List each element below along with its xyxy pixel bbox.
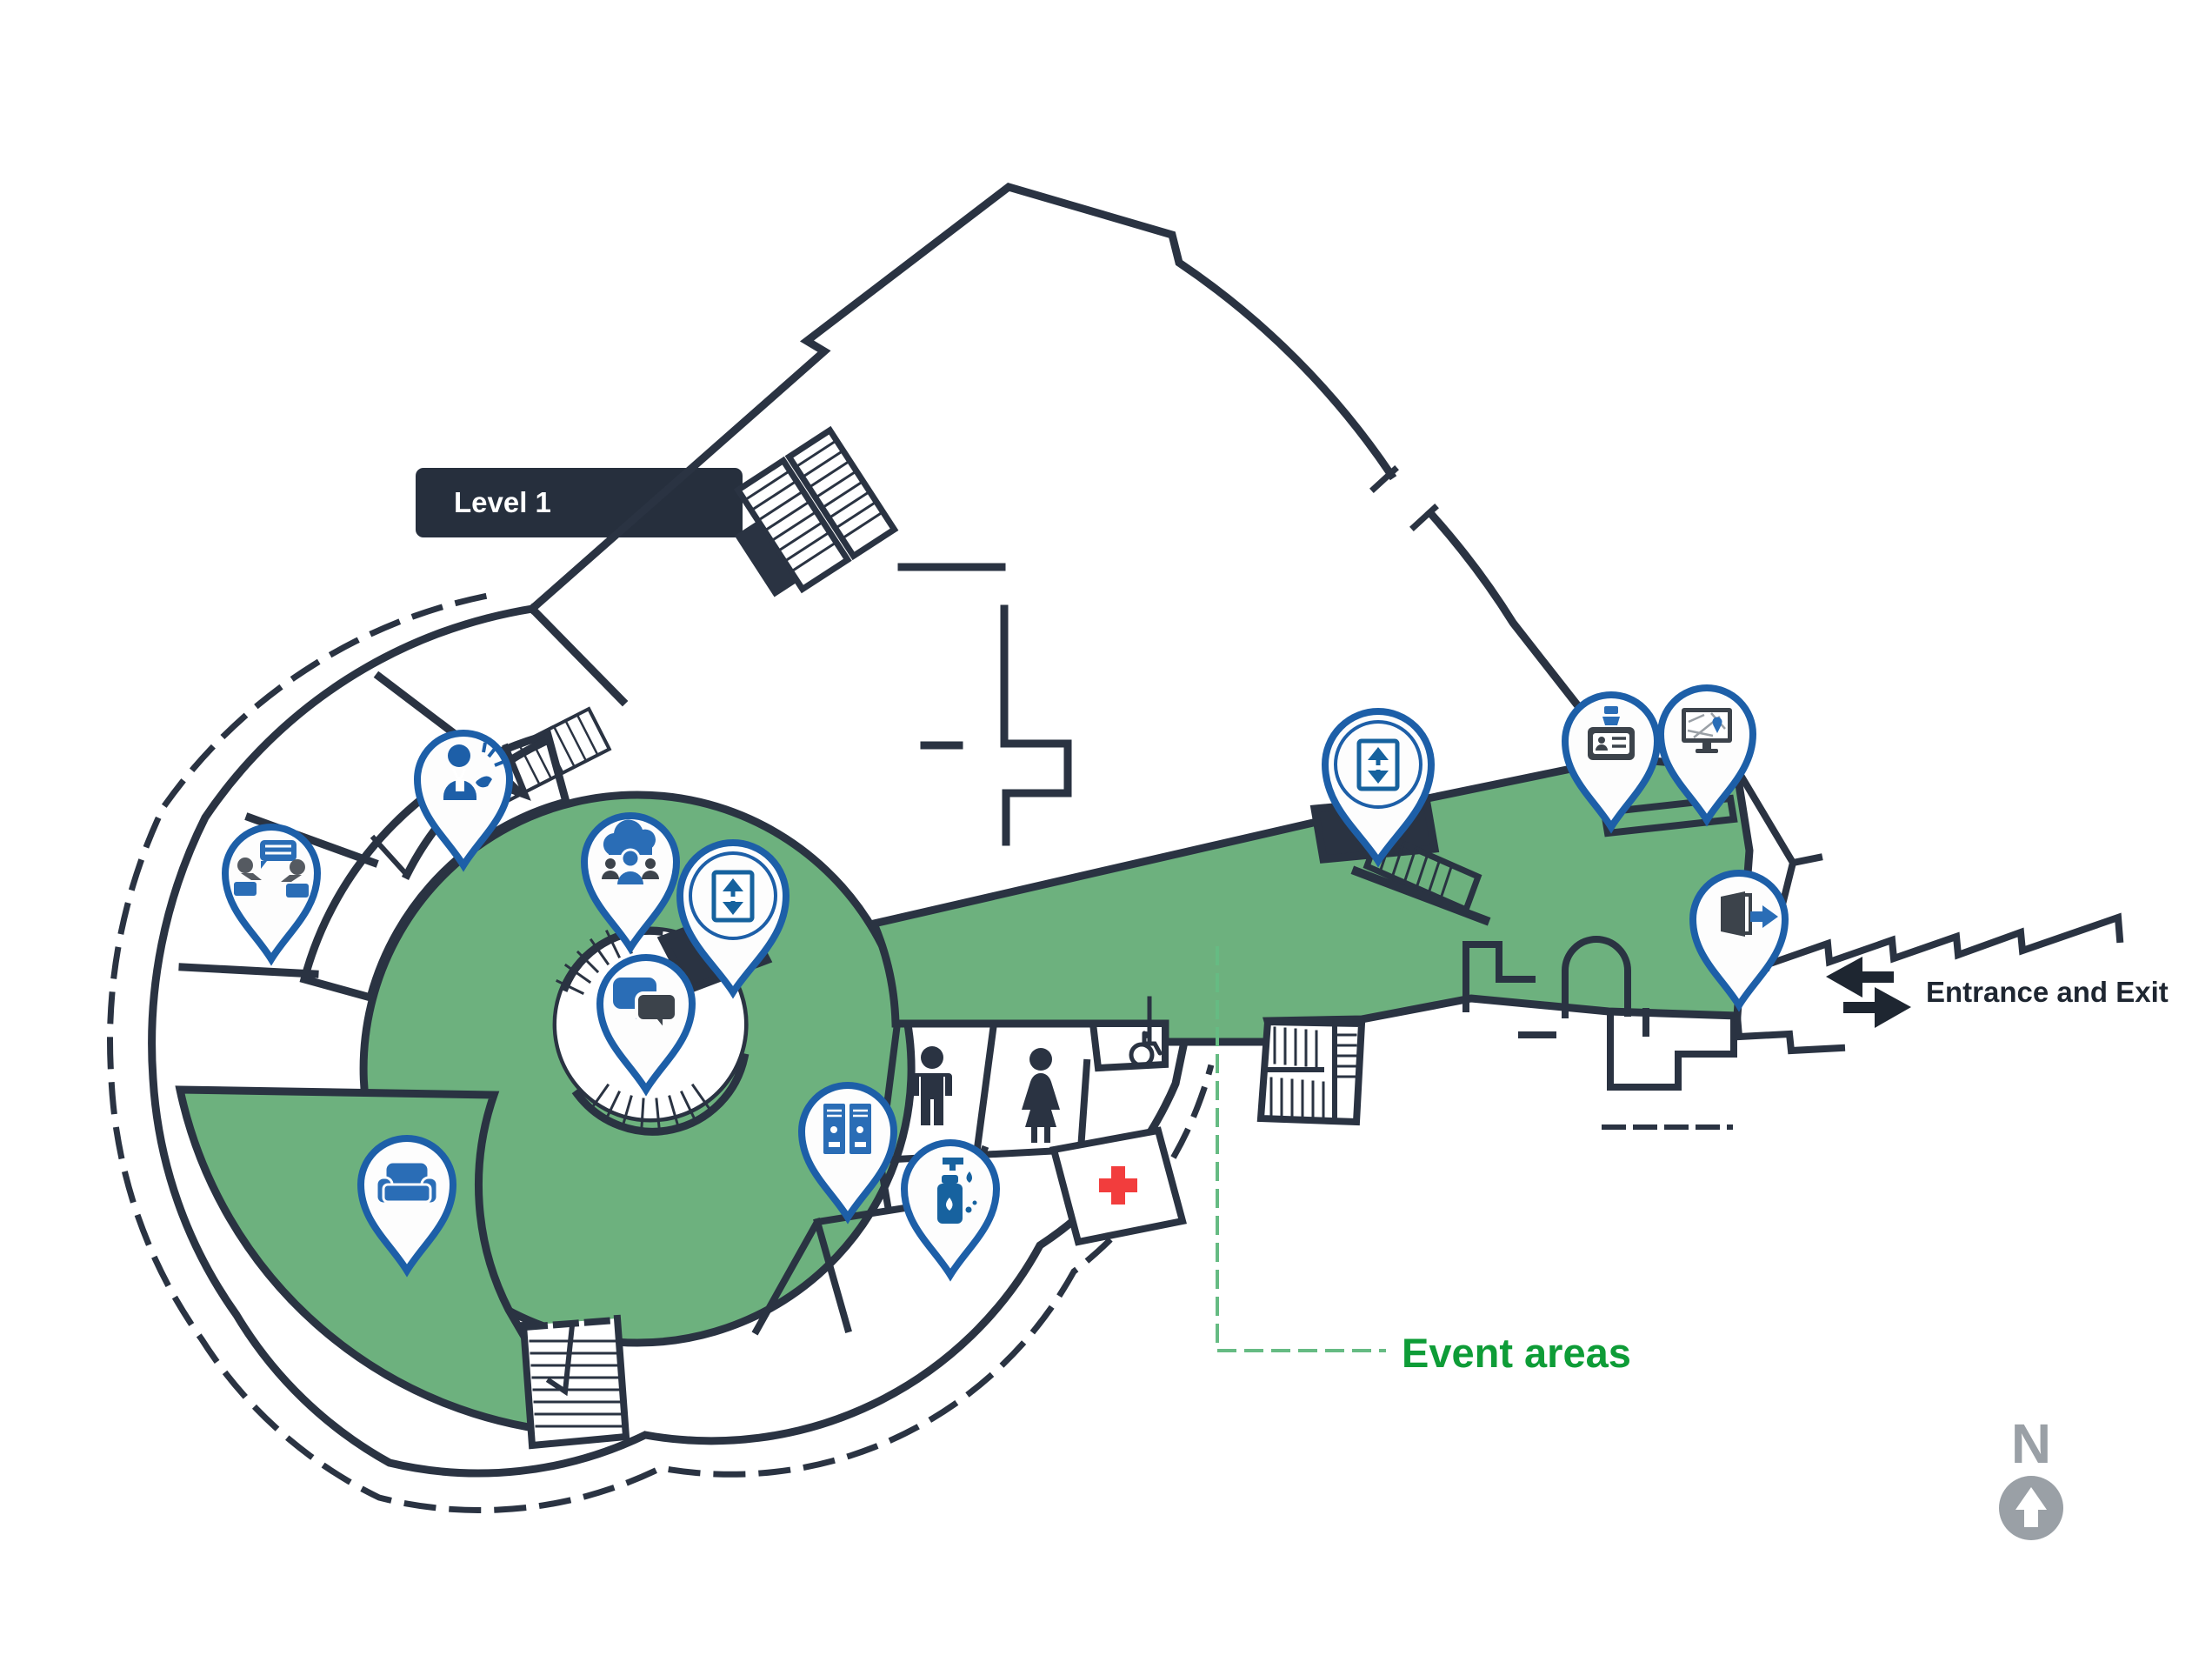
entry-sawtooth-stairs [1735,912,2124,977]
first-aid-icon [1099,1166,1137,1205]
discussion-icon [234,840,309,898]
north-letter: N [2010,1412,2052,1475]
exit-pin[interactable] [1682,864,1796,1013]
water-refill-icon [937,1158,977,1224]
wayfinding-screen-pin[interactable] [1650,678,1763,828]
accessible-restroom-icon [1129,1031,1163,1068]
elevator-icon [1356,738,1400,791]
wayfinding-screen-icon [1682,708,1732,753]
badge-pickup-pin[interactable] [1555,685,1668,835]
north-compass-icon [1999,1476,2063,1540]
top-wedge [526,183,1625,846]
upper-stairs [733,425,899,597]
badge-pickup-icon [1588,706,1635,760]
speaker-pin[interactable] [407,724,520,873]
entrance-arrows-icon [1826,957,1911,1028]
lounge-sofa-icon [375,1160,439,1205]
elevator-pin-corridor[interactable] [1313,702,1443,869]
lounge-pin[interactable] [350,1129,463,1278]
discussion-pin[interactable] [215,817,328,967]
event-areas-label: Event areas [1402,1330,1631,1376]
speaker-icon [443,742,504,800]
exit-door-icon [1721,891,1778,937]
elevator-icon [711,870,755,923]
north-compass: N [1996,1412,2066,1541]
water-refill-pin[interactable] [894,1133,1007,1283]
stairwell-block [1256,1018,1366,1126]
level-badge: Level 1 [416,468,743,537]
cloud-networking-pin[interactable] [574,806,687,956]
right-building [1518,763,1846,1130]
entrance-exit-label: Entrance and Exit [1926,976,2169,1008]
chat-pin[interactable] [590,948,703,1098]
elevator-pin-center[interactable] [668,833,798,1000]
mens-restroom-icon [912,1046,952,1125]
lockers-pin[interactable] [791,1076,904,1225]
womens-restroom-icon [1022,1048,1060,1143]
event-areas-leader [1216,946,1386,1352]
bottom-stair [519,1314,630,1450]
outer-wall [148,604,1274,1478]
chat-icon [613,978,678,1036]
lockers-icon [823,1104,871,1154]
cloud-networking-icon [602,819,659,884]
